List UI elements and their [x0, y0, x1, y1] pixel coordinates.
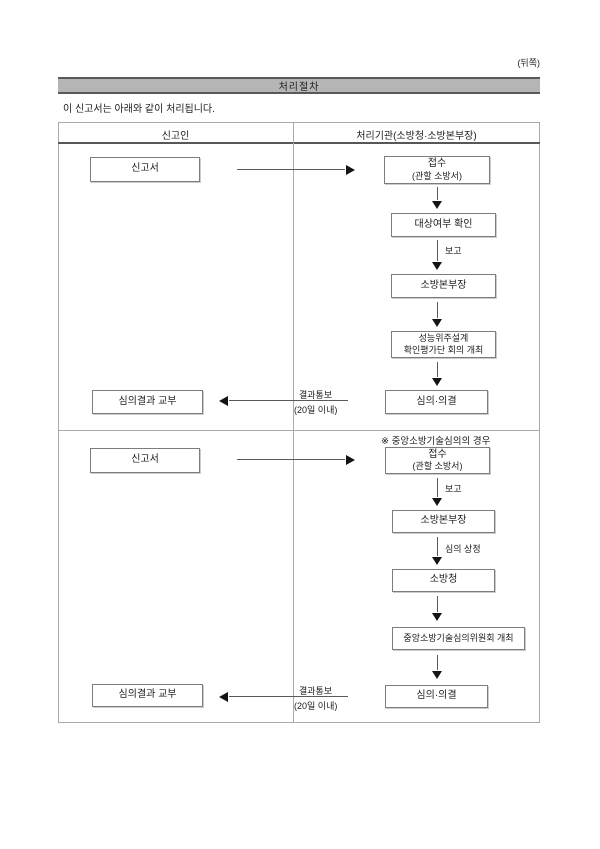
- s2-report-form-label: 신고서: [131, 454, 159, 466]
- s1-flow-line-3: [437, 302, 438, 318]
- s1-meeting-line2: 확인평가단 회의 개최: [403, 344, 484, 355]
- s2-submit-line: [237, 459, 345, 460]
- s1-arrow-down-icon-2: [432, 262, 442, 270]
- s1-flow-line-1: [437, 187, 438, 200]
- s1-fire-hq-box: 소방본부장: [391, 274, 496, 298]
- s2-flow-line-3: [437, 596, 438, 612]
- section-divider: [58, 430, 540, 431]
- s1-receipt-line1: 접수: [427, 158, 447, 170]
- s1-submit-arrow-right-icon: [346, 165, 355, 175]
- s1-return-line: [229, 400, 348, 401]
- s1-arrow-down-icon-4: [432, 378, 442, 386]
- s2-result-label: 심의결과 교부: [118, 689, 177, 701]
- s2-receipt-line1: 접수: [428, 448, 447, 460]
- s1-result-deadline-label: (20일 이내): [294, 405, 338, 415]
- s1-design-review-meeting-box: 성능위주설계 확인평가단 회의 개최: [391, 331, 496, 358]
- s2-fire-hq-label: 소방본부장: [420, 515, 467, 527]
- back-side-label: (뒤쪽): [517, 58, 540, 68]
- column-divider: [293, 122, 294, 723]
- s2-note: ※ 중앙소방기술심의의 경우: [381, 436, 491, 447]
- s2-committee-box: 중앙소방기술심의위원회 개최: [392, 627, 525, 650]
- table-header-rule: [58, 142, 540, 144]
- s1-flow-line-2: [437, 240, 438, 261]
- s1-arrow-down-icon-1: [432, 201, 442, 209]
- s2-fire-agency-box: 소방청: [392, 569, 495, 592]
- s2-report-label: 보고: [445, 484, 462, 494]
- s2-arrow-down-icon-1: [432, 498, 442, 506]
- s1-flow-line-4: [437, 362, 438, 377]
- s1-result-label: 심의결과 교부: [118, 395, 177, 407]
- s2-decision-box: 심의·의결: [385, 685, 488, 708]
- s2-arrow-down-icon-4: [432, 671, 442, 679]
- s2-result-notify-label: 결과통보: [299, 686, 333, 696]
- procedure-title-bar: 처리절차: [58, 77, 540, 94]
- s1-arrow-down-icon-3: [432, 319, 442, 327]
- s2-arrow-down-icon-2: [432, 557, 442, 565]
- col-header-applicant: 신고인: [161, 131, 190, 142]
- s1-decision-label: 심의·의결: [416, 395, 457, 407]
- s1-receipt-line2: (관할 소방서): [412, 170, 462, 181]
- s2-committee-label: 중앙소방기술심의위원회 개최: [403, 632, 514, 643]
- s2-receipt-box: 접수 (관할 소방서): [385, 447, 490, 474]
- s2-receipt-line2: (관할 소방서): [412, 461, 463, 472]
- s1-receipt-box: 접수 (관할 소방서): [384, 156, 490, 184]
- s1-fire-hq-label: 소방본부장: [420, 279, 467, 291]
- intro-text: 이 신고서는 아래와 같이 처리됩니다.: [63, 104, 215, 115]
- s2-flow-line-2: [437, 537, 438, 556]
- s2-submit-review-label: 심의 상정: [445, 544, 481, 554]
- s2-fire-agency-label: 소방청: [429, 574, 458, 586]
- s1-submit-line: [237, 169, 345, 170]
- s1-return-arrow-left-icon: [219, 396, 228, 406]
- s1-decision-box: 심의·의결: [385, 390, 488, 414]
- flow-table-frame: [58, 122, 540, 723]
- s1-meeting-line1: 성능위주설계: [418, 333, 469, 344]
- s1-target-check-label: 대상여부 확인: [414, 218, 473, 230]
- s2-result-box: 심의결과 교부: [92, 684, 203, 707]
- s1-result-notify-label: 결과통보: [299, 390, 333, 400]
- s1-result-box: 심의결과 교부: [92, 390, 203, 414]
- procedure-title: 처리절차: [278, 82, 320, 93]
- col-header-agency: 처리기관(소방청·소방본부장): [356, 131, 477, 142]
- s2-arrow-down-icon-3: [432, 613, 442, 621]
- s2-result-deadline-label: (20일 이내): [294, 701, 338, 711]
- s2-fire-hq-box: 소방본부장: [392, 510, 495, 533]
- s2-return-line: [229, 696, 348, 697]
- s1-target-check-box: 대상여부 확인: [391, 213, 496, 237]
- s2-decision-label: 심의·의결: [416, 690, 457, 702]
- s2-return-arrow-left-icon: [219, 692, 228, 702]
- s2-flow-line-4: [437, 655, 438, 670]
- s1-report-label: 보고: [445, 246, 462, 256]
- s1-report-form-box: 신고서: [90, 157, 200, 182]
- s2-report-form-box: 신고서: [90, 448, 200, 473]
- s1-report-form-label: 신고서: [131, 163, 159, 175]
- s2-flow-line-1: [437, 478, 438, 497]
- s2-submit-arrow-right-icon: [346, 455, 355, 465]
